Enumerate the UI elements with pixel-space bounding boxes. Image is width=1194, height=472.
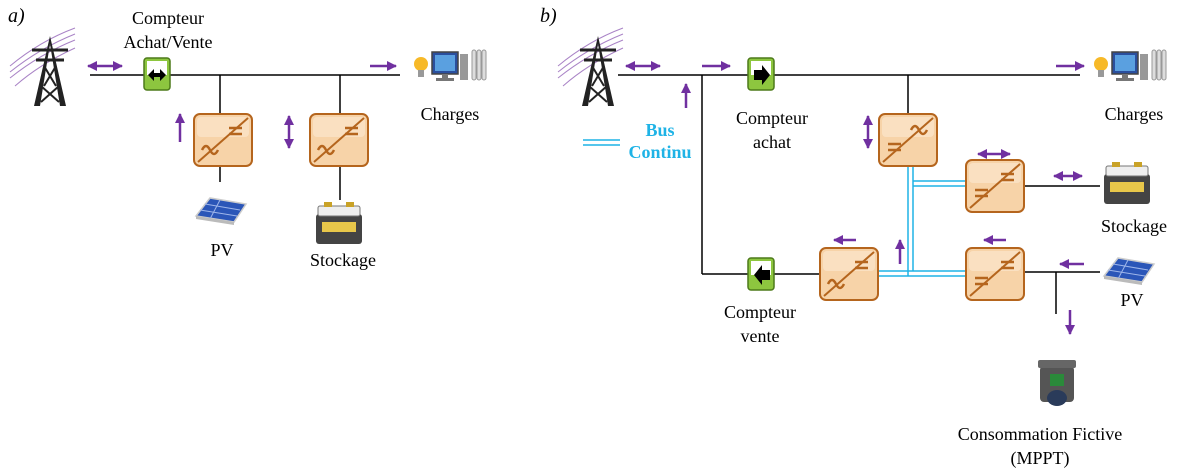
main-inverter-icon xyxy=(877,112,939,168)
charges-label-b: Charges xyxy=(1105,104,1164,124)
solar-panel-icon xyxy=(195,197,247,226)
trash-bin-icon xyxy=(1038,360,1076,406)
pv-label-b: PV xyxy=(1120,290,1143,310)
meter-label-line1: Compteur xyxy=(132,8,204,28)
meter-label-line2: Achat/Vente xyxy=(124,32,213,52)
power-tower-icon-b xyxy=(556,26,625,108)
bus-label-line2: Continu xyxy=(628,142,691,162)
sell-inverter-icon xyxy=(818,246,880,302)
charges-icon-b xyxy=(1093,49,1167,82)
power-tower-icon xyxy=(8,26,77,108)
buy-meter-label-line1: Compteur xyxy=(736,108,808,128)
pv-inverter-icon xyxy=(192,112,254,168)
solar-panel-icon-b xyxy=(1103,257,1155,286)
panel-a-label: a) xyxy=(8,5,25,27)
sell-meter-label-line1: Compteur xyxy=(724,302,796,322)
battery-icon xyxy=(315,201,363,245)
bus-label-line1: Bus xyxy=(645,120,674,140)
battery-icon-b xyxy=(1103,161,1151,205)
storage-inverter-icon xyxy=(308,112,370,168)
storage-label-a: Stockage xyxy=(310,250,376,270)
buy-meter-label-line2: achat xyxy=(753,132,791,152)
pv-dcdc-icon xyxy=(964,246,1026,302)
storage-label-b: Stockage xyxy=(1101,216,1167,236)
dc-bus xyxy=(583,139,966,277)
sell-meter-label-line2: vente xyxy=(741,326,780,346)
storage-dcdc-icon xyxy=(964,158,1026,214)
charges-label-a: Charges xyxy=(421,104,480,124)
fictive-label-line1: Consommation Fictive xyxy=(958,424,1123,444)
fictive-label-line2: (MPPT) xyxy=(1010,448,1069,469)
panel-b-label: b) xyxy=(540,5,557,27)
pv-label-a: PV xyxy=(210,240,233,260)
charges-icon xyxy=(413,49,487,82)
